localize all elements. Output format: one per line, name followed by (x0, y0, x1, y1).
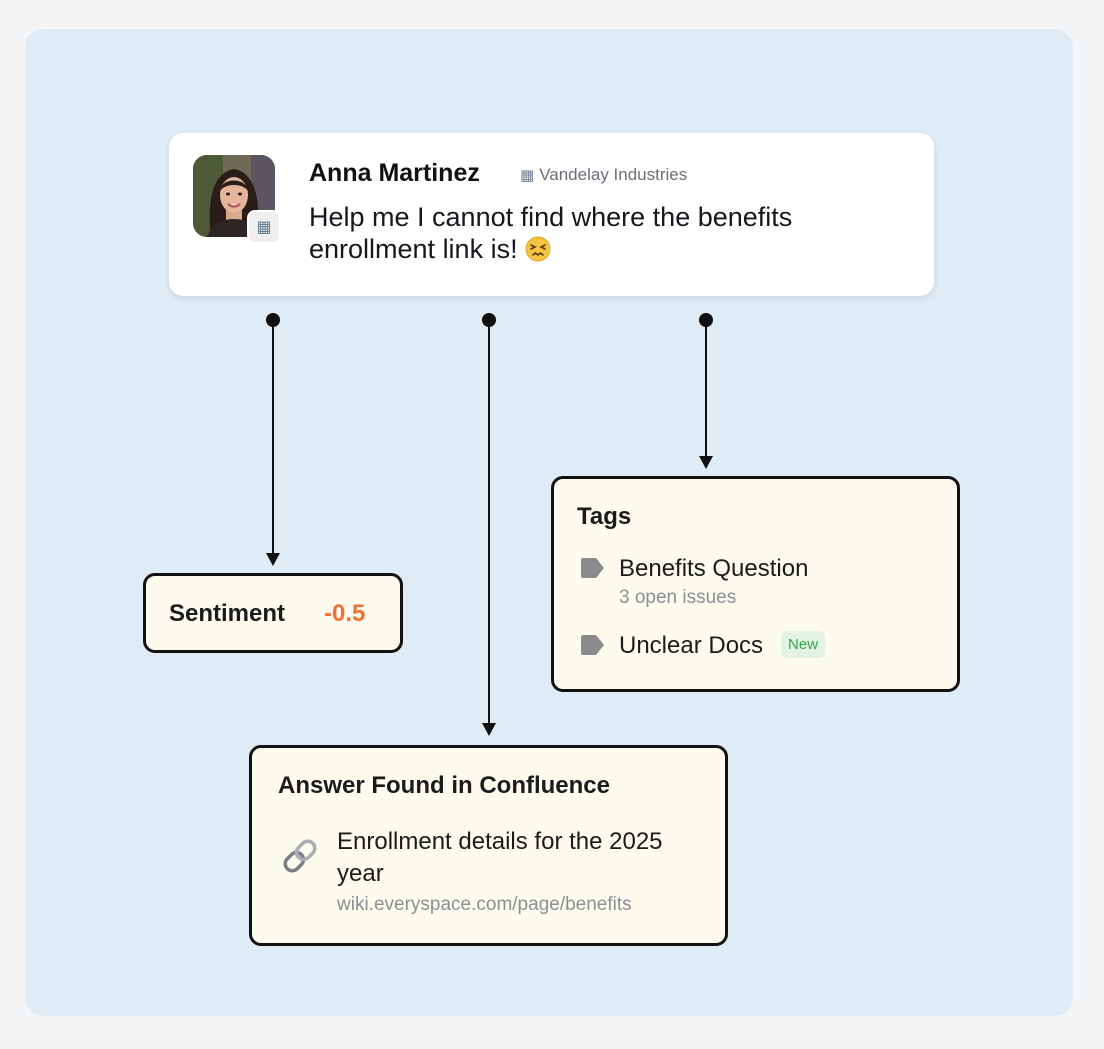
answer-title: Answer Found in Confluence (278, 772, 611, 799)
message-text: Help me I cannot find where the benefits… (309, 201, 899, 265)
tag-item[interactable]: Benefits Question 3 open issues (579, 555, 808, 609)
answer-link[interactable]: Enrollment details for the 2025 year (337, 828, 663, 887)
tag-subtitle: 3 open issues (619, 587, 737, 608)
answer-card[interactable]: Answer Found in Confluence Enrollment de… (249, 745, 728, 946)
tag-item[interactable]: Unclear Docs New (579, 631, 826, 660)
building-icon: ▦ (520, 167, 535, 184)
connector-sentiment (266, 313, 280, 566)
tag-name: Unclear Docs (619, 632, 764, 659)
tag-icon (581, 558, 604, 578)
answer-url[interactable]: wiki.everyspace.com/page/benefits (337, 894, 632, 915)
tags-card[interactable]: Tags Benefits Question 3 open issues Unc… (551, 476, 960, 692)
tag-icon (581, 635, 604, 655)
building-icon: ▦ (256, 219, 272, 236)
sentiment-score: -0.5 (324, 600, 366, 627)
confounded-face-emoji (525, 236, 551, 262)
message-card[interactable]: Anna Martinez ▦ Vandelay Industries Help… (169, 133, 934, 296)
avatar (193, 155, 275, 237)
tags-title: Tags (577, 503, 632, 530)
sentiment-card[interactable]: Sentiment -0.5 (143, 573, 403, 653)
new-badge: New (781, 631, 826, 658)
company-label: ▦ Vandelay Industries (520, 165, 687, 185)
sender-name: Anna Martinez (309, 159, 480, 187)
sentiment-label: Sentiment (169, 600, 286, 627)
tag-name: Benefits Question (619, 555, 809, 582)
company-name: Vandelay Industries (539, 165, 688, 184)
message-body: Help me I cannot find where the benefits… (309, 202, 793, 264)
connector-tags (699, 313, 713, 469)
company-avatar-badge: ▦ (247, 210, 281, 244)
link-icon (283, 839, 317, 873)
connector-answer (482, 313, 496, 736)
